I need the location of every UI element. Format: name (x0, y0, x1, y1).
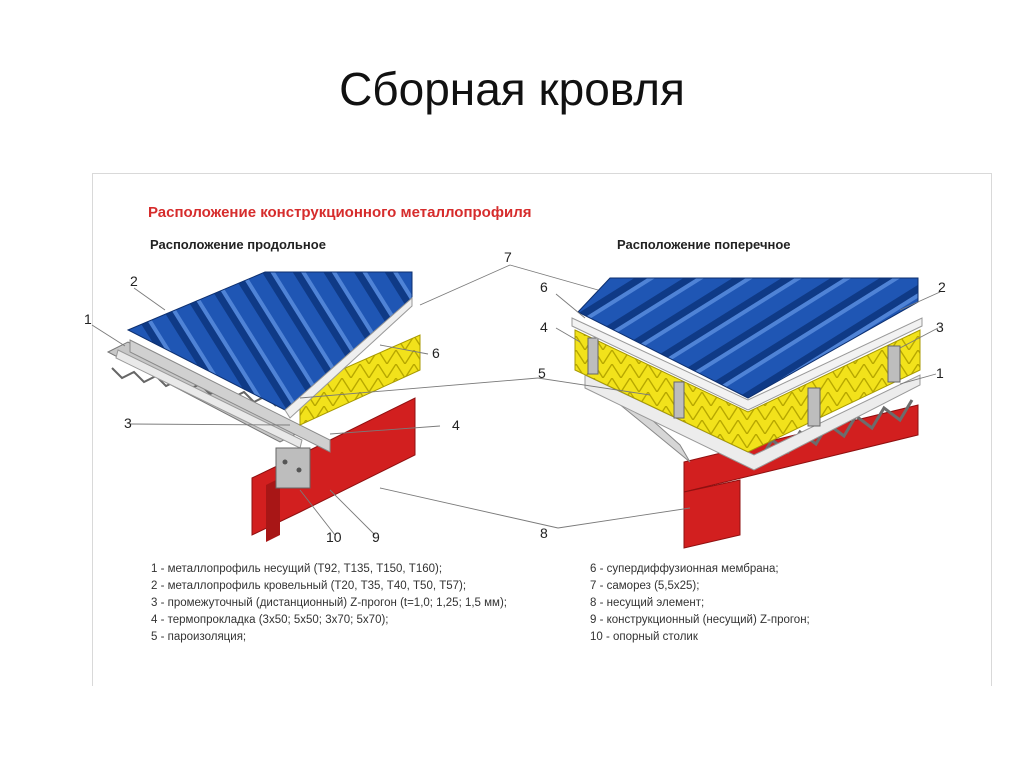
callout-8: 8 (540, 525, 548, 541)
legend-item: 6 - супердиффузионная мембрана; (590, 563, 779, 575)
leader-lines (91, 264, 941, 536)
left-insulation (299, 334, 421, 426)
callout-2-right: 2 (938, 279, 946, 295)
callout-4-left: 4 (452, 417, 460, 433)
legend-left: 1 - металлопрофиль несущий (Т92, Т135, Т… (151, 561, 507, 646)
right-roof-profile (577, 277, 919, 399)
right-z-purlin (807, 387, 821, 427)
left-roof-profile (126, 271, 413, 411)
left-bracket-bolt (282, 459, 288, 465)
figure-title: Расположение конструкционного металлопро… (148, 204, 532, 221)
callout-5: 5 (538, 365, 546, 381)
left-bracket-bolt (296, 467, 302, 473)
legend-item: 1 - металлопрофиль несущий (Т92, Т135, Т… (151, 563, 443, 575)
legend-item: 5 - пароизоляция; (151, 631, 247, 643)
right-view-title: Расположение поперечное (617, 237, 791, 252)
right-z-purlin (887, 345, 901, 383)
legend-item: 10 - опорный столик (590, 631, 698, 643)
right-membrane (571, 317, 923, 411)
legend-item: 7 - саморез (5,5х25); (590, 580, 700, 592)
right-insulation (574, 329, 921, 453)
right-z-purlin (673, 381, 685, 419)
left-support-bracket (275, 447, 311, 489)
left-beam-web (266, 478, 280, 542)
callout-6-right: 6 (540, 279, 548, 295)
callout-1-right: 1 (936, 365, 944, 381)
right-z-purlin (587, 337, 599, 375)
callout-4-right: 4 (540, 319, 548, 335)
right-view-drawing (571, 277, 923, 549)
callout-3-right: 3 (936, 319, 944, 335)
legend-item: 9 - конструкционный (несущий) Z-прогон; (590, 614, 810, 626)
left-view-drawing (106, 271, 421, 542)
legend-right: 6 - супердиффузионная мембрана; 7 - само… (590, 561, 810, 646)
callout-1-left: 1 (84, 311, 92, 327)
legend-item: 4 - термопрокладка (3х50; 5х50; 3х70; 5х… (151, 614, 389, 626)
callout-7: 7 (504, 249, 512, 265)
callout-3-left: 3 (124, 415, 132, 431)
callout-numbers: 2 1 3 4 6 7 5 8 10 9 6 4 2 3 1 (84, 249, 946, 545)
legend-item: 2 - металлопрофиль кровельный (Т20, Т35,… (151, 580, 467, 592)
legend-item: 3 - промежуточный (дистанционный) Z-прог… (151, 597, 507, 609)
slide-title: Сборная кровля (339, 63, 685, 115)
legend-item: 8 - несущий элемент; (590, 597, 705, 609)
right-beam-foot (683, 479, 741, 549)
callout-9: 9 (372, 529, 380, 545)
left-view-title: Расположение продольное (150, 237, 326, 252)
left-membrane (284, 296, 413, 419)
callout-2-left: 2 (130, 273, 138, 289)
right-vapour-barrier (584, 374, 921, 471)
callout-10: 10 (326, 529, 342, 545)
left-z-purlin (129, 339, 331, 453)
callout-6-left: 6 (432, 345, 440, 361)
